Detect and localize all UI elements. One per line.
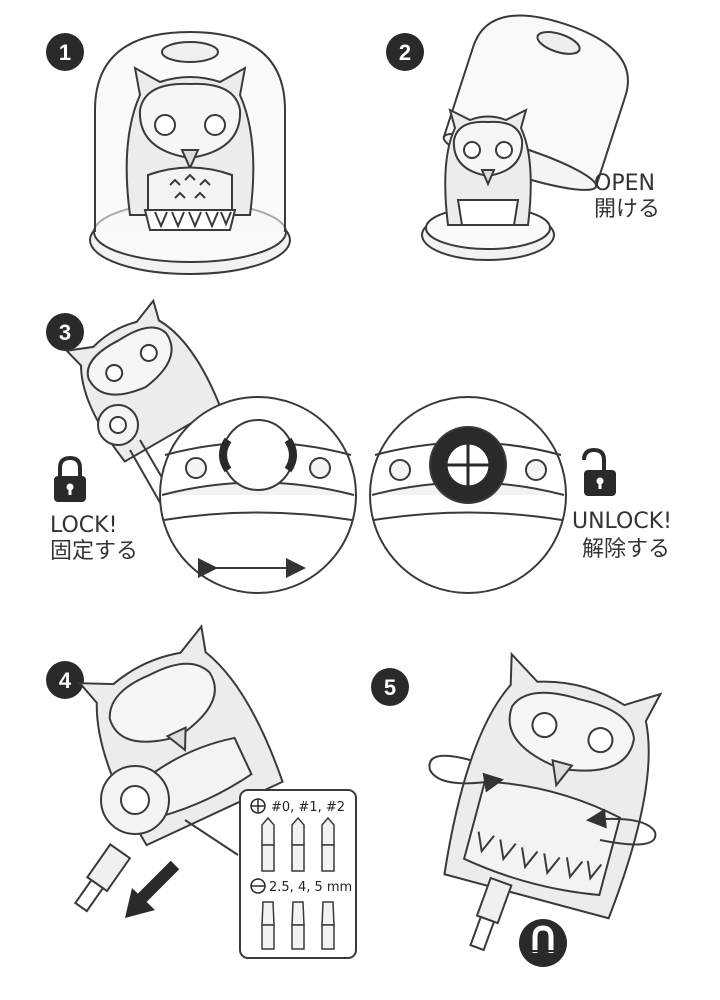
svg-text:4: 4 [59,668,72,693]
magnet-icon [519,919,567,967]
step-badge-4: 4 [46,661,84,699]
step5-owl [430,651,673,952]
phillips-bits [262,818,334,871]
unlock-detail-circle [370,397,566,593]
svg-text:5: 5 [384,675,396,700]
lock-icon [54,458,86,502]
step-badge-2: 2 [386,33,424,71]
step-badge-3: 3 [46,313,84,351]
open-label-jp: 開ける [594,197,660,222]
phillips-symbol-icon [251,799,265,813]
flat-sizes: 2.5, 4, 5 mm [269,880,352,895]
lock-label-en: LOCK! [50,513,117,538]
lock-label-jp: 固定する [50,539,138,564]
bit-being-inserted [71,844,130,913]
unlock-label-jp: 解除する [582,537,670,562]
step-badge-5: 5 [371,668,409,706]
unlock-label-en: UNLOCK! [572,509,672,534]
step-badge-1: 1 [46,33,84,71]
flat-bits [262,902,334,949]
lock-detail-circle [160,397,356,593]
unlock-icon [584,450,616,496]
step1-owl-in-dome [90,32,290,274]
phillips-sizes: #0, #1, #2 [271,800,345,815]
svg-text:1: 1 [59,40,71,65]
svg-text:2: 2 [399,40,411,65]
arrow-icon [125,865,175,918]
svg-text:3: 3 [59,320,71,345]
open-label-en: OPEN [594,171,655,196]
